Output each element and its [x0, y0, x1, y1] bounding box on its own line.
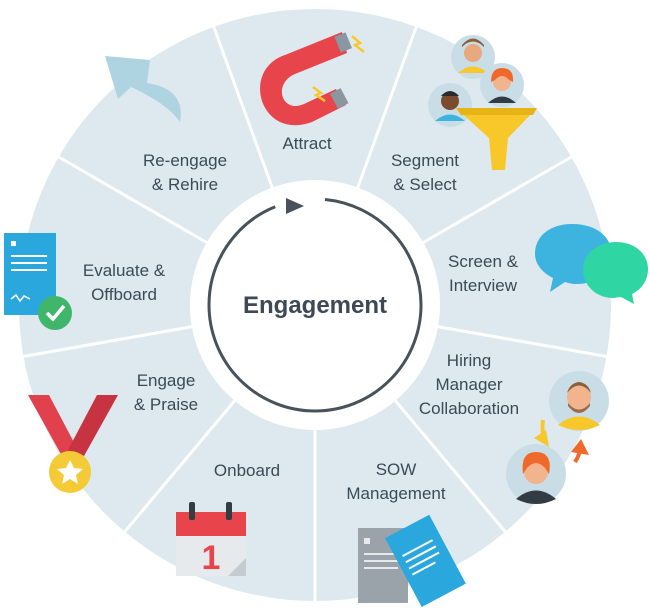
stage-label: Segment & Select	[391, 151, 459, 194]
magnet-icon	[260, 32, 365, 126]
wheel-divider	[430, 324, 611, 359]
stage-label-line: Engage	[137, 371, 196, 390]
center-cycle-ring	[207, 197, 423, 413]
stage-label-line: Collaboration	[419, 399, 519, 418]
cycle-arrowhead-icon	[286, 198, 304, 214]
stage-label-line: & Select	[393, 175, 457, 194]
stage-label-line: Management	[346, 484, 446, 503]
wheel-divider	[210, 22, 277, 195]
center-label: Engagement	[243, 292, 387, 319]
stage-label: Attract	[282, 134, 331, 153]
stage-label-line: Manager	[435, 375, 502, 394]
wheel-divider	[121, 394, 241, 536]
stage-label-line: Screen &	[448, 252, 519, 271]
center-disc	[190, 180, 440, 430]
wheel-divider	[19, 324, 200, 359]
stage-label: Evaluate & Offboard	[83, 261, 166, 304]
stage-label-line: Evaluate &	[83, 261, 166, 280]
approved-document-icon	[4, 233, 72, 330]
stage-label: Onboard	[214, 461, 280, 480]
stage-label-line: & Rehire	[152, 175, 218, 194]
stage-label-line: & Praise	[134, 395, 198, 414]
stage-label-line: Interview	[449, 276, 518, 295]
stage-label: Screen & Interview	[448, 252, 519, 295]
wheel-divider	[389, 394, 509, 536]
stage-label-line: Onboard	[214, 461, 280, 480]
chat-bubbles-icon	[535, 224, 648, 304]
wheel-divider	[353, 22, 420, 195]
wheel-dividers	[19, 22, 611, 605]
calendar-day: 1	[202, 539, 221, 577]
medal-icon	[28, 395, 118, 493]
calendar-icon: 1	[176, 502, 246, 577]
return-arrow-icon	[105, 56, 181, 122]
wheel-divider	[54, 153, 214, 248]
stage-label: Re-engage & Rehire	[143, 151, 227, 194]
stage-label-line: Re-engage	[143, 151, 227, 170]
stage-label-line: SOW	[376, 460, 417, 479]
stage-label-line: Hiring	[447, 351, 491, 370]
stage-label-line: Offboard	[91, 285, 157, 304]
stage-label-line: Attract	[282, 134, 331, 153]
manager-exchange-icon	[506, 371, 609, 504]
stage-label: SOW Management	[346, 460, 446, 503]
wheel-divider	[416, 153, 576, 248]
candidate-funnel-icon	[428, 35, 537, 170]
stage-label: Engage & Praise	[134, 371, 198, 414]
stage-label-line: Segment	[391, 151, 459, 170]
sow-documents-icon	[358, 514, 466, 608]
